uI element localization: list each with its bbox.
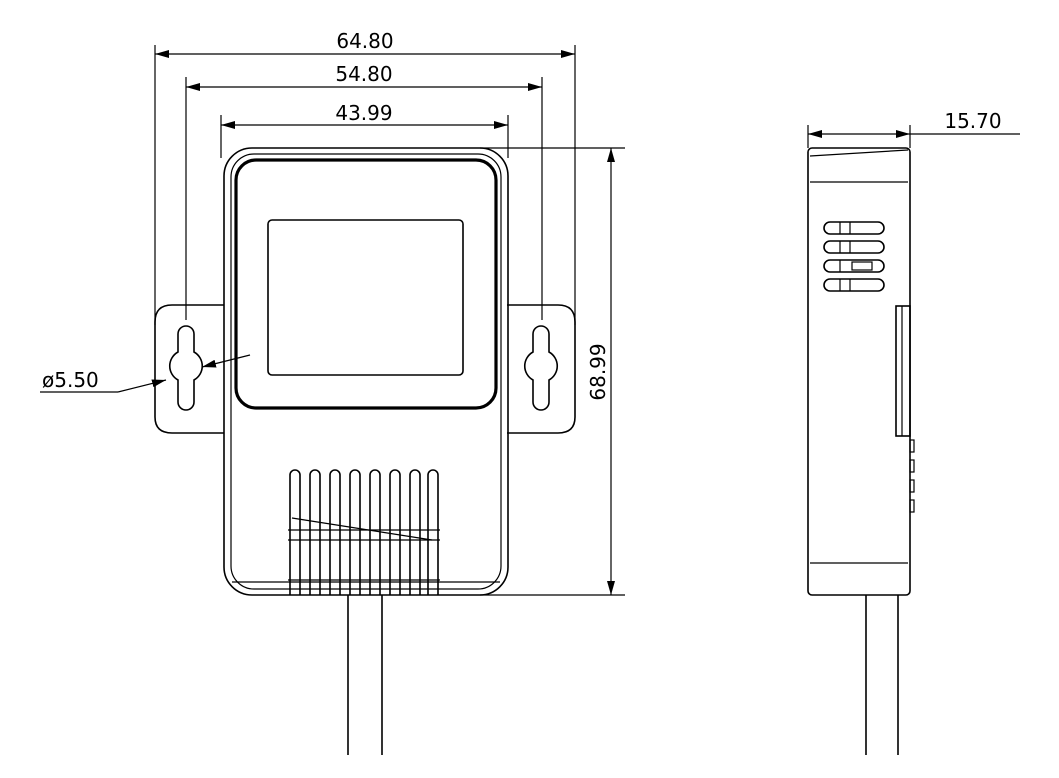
dim-body-width: 43.99 xyxy=(335,101,392,125)
right-keyhole-slot xyxy=(524,325,558,411)
dim-hole-spacing: 54.80 xyxy=(335,62,392,86)
side-notches xyxy=(909,439,915,513)
side-dimensions: 15.70 xyxy=(807,109,1020,148)
housing-inner xyxy=(230,153,502,590)
left-keyhole-slot xyxy=(169,325,203,411)
front-dimensions: 64.80 54.80 43.99 68.99 ø5.50 xyxy=(40,29,625,596)
dim-height: 68.99 xyxy=(586,343,610,400)
side-vents xyxy=(823,221,885,292)
display-bezel xyxy=(234,158,498,410)
dim-outer-width: 64.80 xyxy=(336,29,393,53)
sensor-vent-grille xyxy=(288,469,440,595)
left-mounting-ear xyxy=(154,304,224,434)
dim-hole-diameter: ø5.50 xyxy=(42,368,99,392)
side-view xyxy=(807,147,915,755)
side-bracket xyxy=(895,305,911,437)
display-window xyxy=(267,219,464,376)
side-housing xyxy=(807,147,911,596)
right-mounting-ear xyxy=(507,304,576,434)
front-view xyxy=(154,147,576,755)
dim-depth: 15.70 xyxy=(944,109,1001,133)
housing-outer xyxy=(223,147,509,596)
